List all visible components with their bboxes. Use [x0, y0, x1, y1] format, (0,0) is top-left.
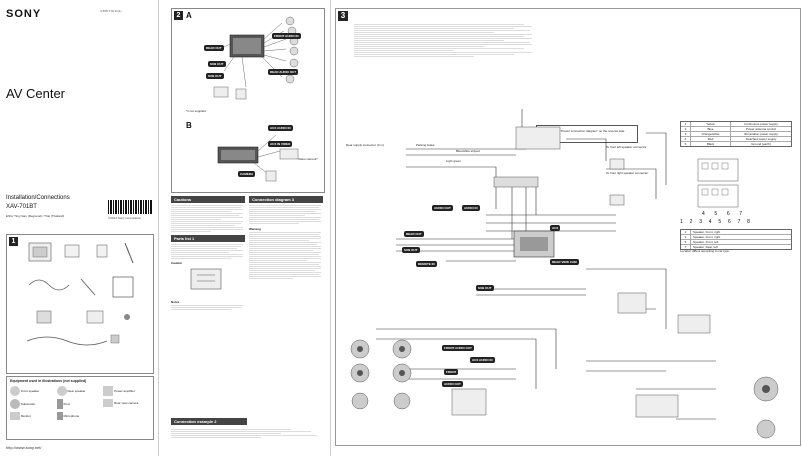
- front-pill: FRONT: [444, 369, 459, 375]
- equipment-item: Rear speaker: [56, 386, 104, 396]
- speaker-pin-table: 1 Speaker, Front, right 3 Speaker, Front…: [680, 229, 792, 250]
- notes-label: Notes: [171, 300, 180, 304]
- step-number: 2: [174, 11, 183, 20]
- cover-panel: SONY 4-565-779-11(1) AV Center Installat…: [0, 0, 155, 456]
- equipment-item: Microphone: [56, 412, 104, 420]
- rear-out-pill: REAR OUT: [204, 45, 224, 51]
- equipment-box: Equipment used in illustrations (not sup…: [6, 376, 154, 440]
- rear-out-pill: REAR OUT: [404, 231, 424, 237]
- part-number: 4-565-779-11(1): [100, 9, 122, 13]
- parts-text: [171, 244, 245, 259]
- equipment-item: Monitor: [10, 412, 57, 420]
- connection-panel: 3 For details, see "Power connection dia…: [333, 0, 802, 456]
- table-row: 4 Red Switched power supply: [681, 137, 791, 142]
- page-title: AV Center: [6, 86, 66, 101]
- front-audio-out-pill: FRONT AUDIO OUT: [442, 345, 474, 351]
- step2-diagram: [213, 16, 299, 182]
- subtitle: Installation/Connections: [6, 195, 70, 201]
- brand-logo: SONY: [6, 8, 42, 20]
- warning-text: [249, 232, 323, 279]
- section-a-label: A: [186, 11, 192, 20]
- connection-box: 3 For details, see "Power connection dia…: [335, 8, 801, 446]
- connection-text: [249, 205, 323, 224]
- aux-pill: AUX: [550, 225, 561, 231]
- equipment-item: Subwoofer: [10, 399, 57, 409]
- text-column-left: Cautions Parts list 1 Caution Notes: [171, 196, 245, 311]
- table-row: 2 Blue Power antenna control: [681, 127, 791, 132]
- warning-heading: Warning: [249, 227, 261, 231]
- audio-out-pill: AUDIO OUT: [432, 205, 453, 211]
- caution-label: Caution: [171, 261, 183, 265]
- aux-in-video-pill: AUX IN VIDEO: [268, 141, 293, 147]
- languages: ENG/ Ting Nam (Regional) / Thai (Thailan…: [6, 214, 65, 218]
- front-right-connector-label: To front right speaker connector: [606, 171, 649, 175]
- note-a: *1 not supplied: [186, 109, 206, 113]
- remote-in-pill: REMOTE IN: [416, 261, 437, 267]
- table-row: 1 Speaker, Front, right: [681, 230, 791, 235]
- model-number: XAV-701BT: [6, 204, 37, 210]
- equipment-item: Power amplifier: [103, 386, 150, 396]
- table-row: 5 Speaker, Front, left: [681, 240, 791, 245]
- wiring-diagram: [350, 109, 779, 439]
- step2-box: 2 A B REAR O: [171, 8, 325, 193]
- camera-pill: CAMERA: [238, 171, 256, 177]
- front-audio-in-pill: FRONT AUDIO IN: [272, 33, 301, 39]
- location-note: Location differs according to car type.: [680, 249, 730, 253]
- note-b: Video camera*: [298, 157, 318, 161]
- table-row: 3 Speaker, Front, right: [681, 235, 791, 240]
- aux-audio-in-pill: AUX AUDIO IN: [268, 125, 293, 131]
- blue-white-label: Blue/white striped: [456, 149, 480, 153]
- section-b-label: B: [186, 121, 192, 130]
- parts-box: 1: [6, 234, 154, 374]
- text-column-right: Connection diagram 3 Warning: [249, 196, 323, 280]
- caution-illustration: [190, 268, 222, 290]
- rear-view-cam-pill: REAR VIEW CAM: [550, 259, 579, 265]
- equipment-item: Rear view camera: [103, 399, 150, 409]
- example-text: [171, 428, 321, 439]
- copyright: ©2014 Sony Corporation: [108, 216, 142, 220]
- equipment-title: Equipment used in illustrations (not sup…: [10, 379, 87, 383]
- fold-line: [158, 0, 159, 456]
- equipment-grid: Front speaker Rear speaker Power amplifi…: [10, 386, 150, 420]
- table-row: 5 Black Ground (earth): [681, 142, 791, 146]
- barcode: [108, 200, 152, 214]
- cautions-text: [171, 205, 245, 232]
- parking-brake-label: Parking brake: [416, 143, 435, 147]
- sub-out-pill: SUB OUT: [208, 61, 226, 67]
- front-left-connector-label: To front left speaker connector: [606, 145, 647, 149]
- sub-out-pill: SUB OUT: [476, 285, 494, 291]
- sony-url: http://www.sony.net/: [6, 445, 42, 450]
- connection-diagram-heading: Connection diagram 3: [249, 196, 323, 203]
- aux-audio-in-pill: AUX AUDIO IN: [470, 357, 495, 363]
- fold-line: [330, 0, 331, 456]
- parts-list-heading: Parts list 1: [171, 235, 245, 242]
- top-notes: [354, 23, 534, 58]
- wire-color-table: 1 Yellow Continuous power supply 2 Blue …: [680, 121, 792, 147]
- step-number: 1: [9, 237, 18, 246]
- table-row: 1 Yellow Continuous power supply: [681, 122, 791, 127]
- sub-out-pill: SUB OUT: [206, 73, 224, 79]
- table-row: 7 Speaker, Rear, left: [681, 245, 791, 249]
- rear-supply-label: Rear supply connector (3 m): [346, 143, 384, 147]
- rear-audio-out-pill: REAR AUDIO OUT: [268, 69, 299, 75]
- equipment-item: iPod: [56, 399, 104, 409]
- sub-out-pill: SUB OUT: [402, 247, 420, 253]
- step-number: 3: [338, 11, 348, 21]
- audio-out-pill: AUDIO OUT: [442, 381, 463, 387]
- parts-illustration: [26, 242, 134, 346]
- table-row: 3 Orange/white Illumination power supply: [681, 132, 791, 137]
- equipment-item: Front speaker: [10, 386, 57, 396]
- cautions-heading: Cautions: [171, 196, 245, 203]
- middle-panel: 2 A B REAR O: [163, 0, 325, 456]
- audio-in-pill: AUDIO IN: [462, 205, 480, 211]
- light-green-label: Light green: [446, 159, 462, 163]
- connection-example-heading: Connection example 2: [171, 418, 247, 425]
